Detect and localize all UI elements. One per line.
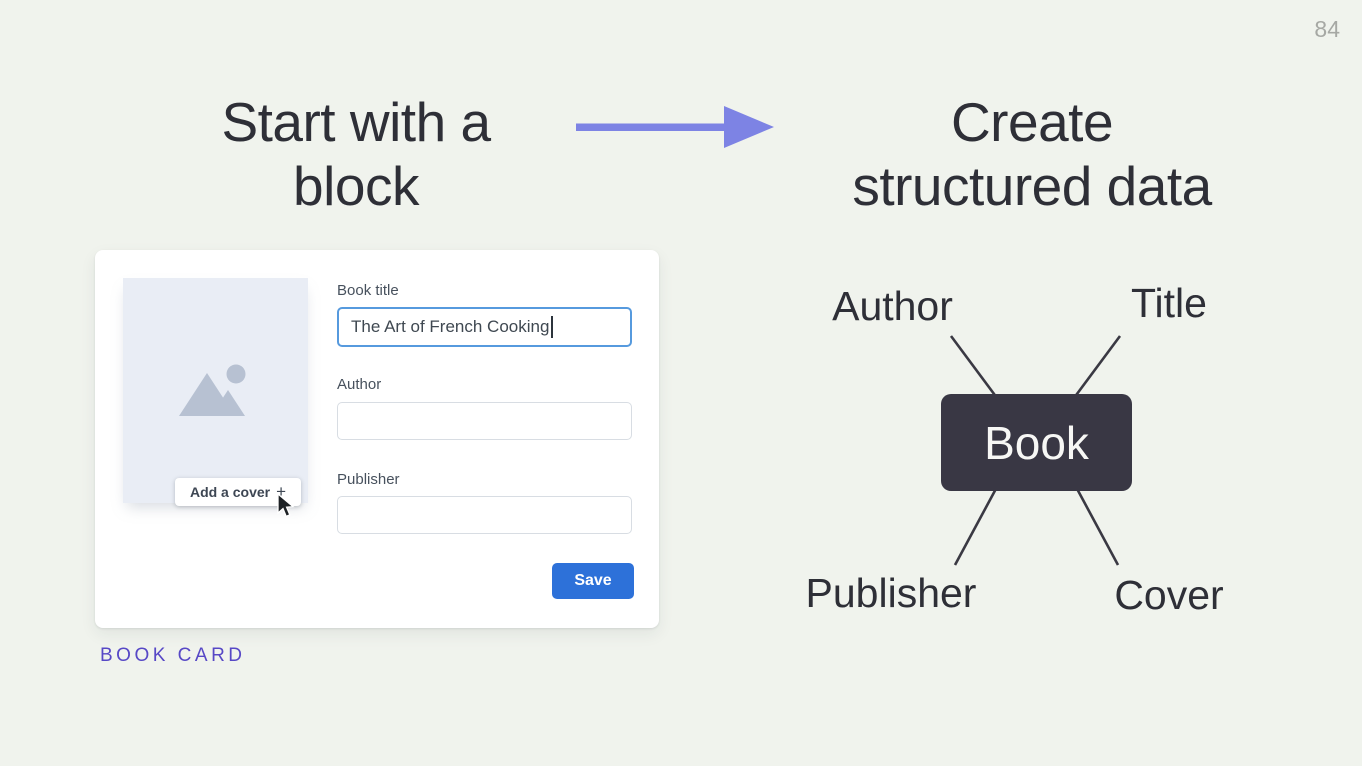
save-button[interactable]: Save xyxy=(552,563,634,599)
attr-label-author: Author xyxy=(832,283,953,329)
field-label-book-title: Book title xyxy=(337,282,399,299)
book-title-value: The Art of French Cooking xyxy=(351,317,550,336)
field-label-publisher: Publisher xyxy=(337,471,400,488)
book-title-input[interactable]: The Art of French Cooking xyxy=(337,307,632,347)
author-input[interactable] xyxy=(337,402,632,440)
attr-label-cover: Cover xyxy=(1114,572,1224,618)
book-card: Add a cover + Book title The Art of Fren… xyxy=(95,250,659,628)
plus-icon: + xyxy=(276,482,287,501)
page-number: 84 xyxy=(1314,16,1340,42)
card-caption: BOOK CARD xyxy=(100,645,246,666)
arrow-right-icon xyxy=(576,106,774,148)
image-placeholder-icon xyxy=(179,364,246,416)
text-caret xyxy=(551,316,554,338)
left-heading-line2: block xyxy=(293,155,419,217)
field-label-author: Author xyxy=(337,376,382,393)
left-heading: Start with a block xyxy=(136,90,576,218)
attr-label-publisher: Publisher xyxy=(805,570,977,616)
right-heading-line2: structured data xyxy=(852,155,1212,217)
mouse-cursor-icon xyxy=(277,493,295,518)
connector-line-publisher xyxy=(953,484,1000,566)
connector-line-author xyxy=(949,335,1002,403)
attr-label-title: Title xyxy=(1131,280,1207,326)
connector-line-title xyxy=(1069,335,1122,403)
add-cover-label: Add a cover xyxy=(189,484,271,500)
right-heading-line1: Create xyxy=(950,91,1114,153)
connector-line-cover xyxy=(1073,484,1120,566)
left-heading-line1: Start with a xyxy=(221,91,491,153)
right-heading: Create structured data xyxy=(772,90,1292,218)
book-node: Book xyxy=(941,394,1132,491)
cover-placeholder: Add a cover + xyxy=(123,278,308,518)
publisher-input[interactable] xyxy=(337,496,632,534)
add-cover-button[interactable]: Add a cover + xyxy=(175,478,301,506)
